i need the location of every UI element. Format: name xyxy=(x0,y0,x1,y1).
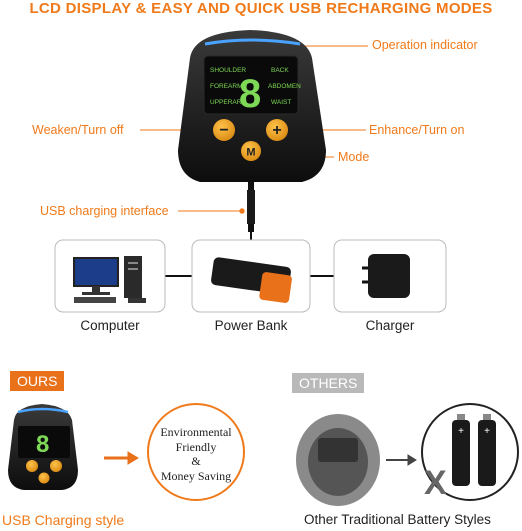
callout-weaken: Weaken/Turn off xyxy=(32,123,124,137)
benefit-circle xyxy=(147,403,245,501)
ours-tag: OURS xyxy=(10,371,65,391)
others-caption: Other Traditional Battery Styles xyxy=(304,512,491,527)
lcd-label-left-3: UPPERARM xyxy=(210,99,247,106)
source-label-computer: Computer xyxy=(80,318,140,333)
mode-label: M xyxy=(246,147,255,159)
battery-plus-2: + xyxy=(484,426,490,437)
callout-usb: USB charging interface xyxy=(40,204,169,218)
plus-label: + xyxy=(272,122,281,139)
others-tag: OTHERS xyxy=(292,373,365,393)
ours-caption: USB Charging style xyxy=(2,512,125,528)
minus-label: − xyxy=(219,122,228,139)
callout-mode: Mode xyxy=(338,150,370,164)
lcd-digit: 8 xyxy=(239,72,261,116)
benefit-text: Environmental Friendly & Money Saving xyxy=(160,425,232,483)
ours-lcd-digit: 8 xyxy=(36,431,49,458)
computer-icon xyxy=(73,256,146,303)
callout-enhance: Enhance/Turn on xyxy=(369,123,465,137)
indicator-light xyxy=(204,38,301,46)
battery-icon: + + xyxy=(452,414,496,486)
lcd-label-right-1: BACK xyxy=(271,67,289,74)
plus-button xyxy=(266,119,288,141)
arrow-icon xyxy=(104,451,139,465)
cross-icon: X xyxy=(424,464,447,502)
arrow-icon-gray xyxy=(386,454,417,466)
callout-operation-indicator: Operation indicator xyxy=(372,38,478,52)
device-shell: SHOULDER FOREARM UPPERARM BACK ABDOMEN W… xyxy=(178,30,326,182)
battery-plus-1: + xyxy=(458,426,464,437)
lcd-label-left-2: FOREARM xyxy=(210,83,243,90)
source-label-power-bank: Power Bank xyxy=(214,318,288,333)
mode-button xyxy=(241,141,261,161)
lcd-label-right-3: WAIST xyxy=(271,99,291,106)
page-title: LCD DISPLAY & EASY AND QUICK USB RECHARG… xyxy=(29,0,493,17)
minus-button xyxy=(213,119,235,141)
source-label-charger: Charger xyxy=(365,318,415,333)
power-bank-icon xyxy=(211,257,292,303)
charger-icon xyxy=(362,254,410,298)
lcd-label-right-2: ABDOMEN xyxy=(268,83,301,90)
others-device xyxy=(296,414,380,506)
ours-device: 8 xyxy=(8,404,78,490)
lcd-label-left-1: SHOULDER xyxy=(210,67,246,74)
